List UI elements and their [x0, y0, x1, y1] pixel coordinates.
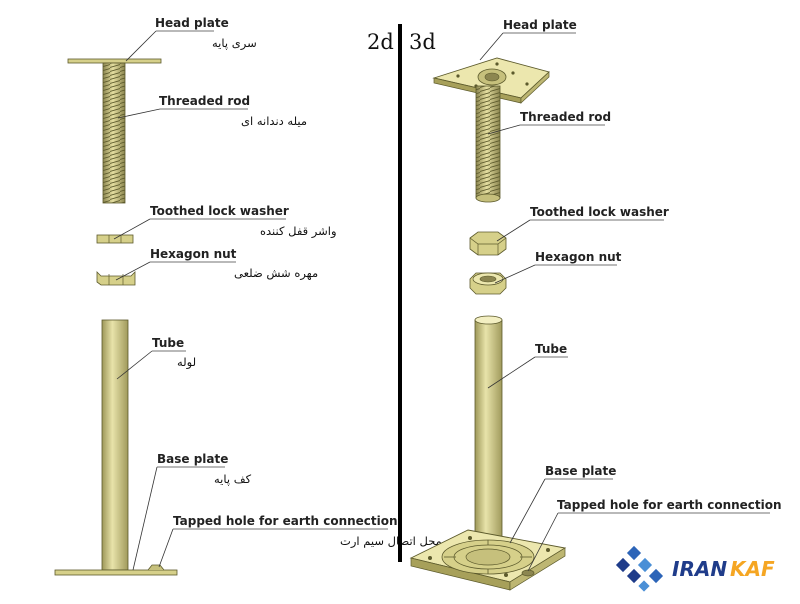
label-tube-3d: Tube — [535, 342, 567, 356]
label-lock-washer-3d: Toothed lock washer — [530, 205, 669, 219]
view-2d: Head plate سری پایه Threaded rod میله دن… — [54, 16, 442, 576]
label-hex-nut-3d: Hexagon nut — [535, 250, 622, 264]
label-lock-washer-2d-fa: واشر قفل کننده — [260, 224, 337, 239]
label-tube-2d-fa: لوله — [177, 355, 196, 370]
hex-nut-3d — [469, 272, 507, 295]
iran-kaf-logo: IRAN KAF — [615, 545, 775, 592]
label-lock-washer-2d: Toothed lock washer — [150, 204, 289, 218]
view-title-2d: 2d — [367, 30, 394, 54]
label-tapped-hole-2d: Tapped hole for earth connection — [173, 514, 398, 528]
head-plate-2d — [67, 58, 162, 64]
label-hex-nut-2d-fa: مهره شش ضلعی — [234, 266, 318, 281]
label-threaded-rod-2d: Threaded rod — [159, 94, 250, 108]
leaders-2d — [113, 30, 388, 571]
label-base-plate-2d: Base plate — [157, 452, 228, 466]
lock-washer-2d — [96, 234, 134, 244]
label-head-plate-2d-fa: سری پایه — [212, 36, 257, 51]
logo-diamond-icon — [615, 545, 664, 592]
base-plate-2d — [54, 564, 178, 576]
label-tapped-hole-2d-fa: محل اتصال سیم ارت — [340, 534, 442, 549]
hex-nut-2d — [96, 271, 136, 286]
label-base-plate-3d: Base plate — [545, 464, 616, 478]
leaders-3d — [479, 32, 770, 572]
view-divider — [398, 24, 402, 562]
view-title-3d: 3d — [409, 30, 436, 54]
view-3d: Head plate Threaded rod Toothed lock was… — [409, 18, 782, 591]
label-threaded-rod-2d-fa: میله دندانه ای — [241, 114, 307, 128]
label-tube-2d: Tube — [152, 336, 184, 350]
lock-washer-3d — [469, 231, 507, 256]
label-head-plate-2d: Head plate — [155, 16, 229, 30]
label-head-plate-3d: Head plate — [503, 18, 577, 32]
logo-text-kaf: KAF — [730, 557, 775, 581]
label-base-plate-2d-fa: کف پایه — [214, 472, 252, 486]
threaded-rod-3d — [475, 85, 501, 203]
tube-3d — [474, 315, 503, 557]
label-hex-nut-2d: Hexagon nut — [150, 247, 237, 261]
label-threaded-rod-3d: Threaded rod — [520, 110, 611, 124]
threaded-rod-2d — [102, 62, 126, 204]
base-plate-3d — [409, 529, 567, 591]
tube-2d — [101, 319, 129, 571]
logo-text-iran: IRAN — [672, 557, 727, 581]
label-tapped-hole-3d: Tapped hole for earth connection — [557, 498, 782, 512]
